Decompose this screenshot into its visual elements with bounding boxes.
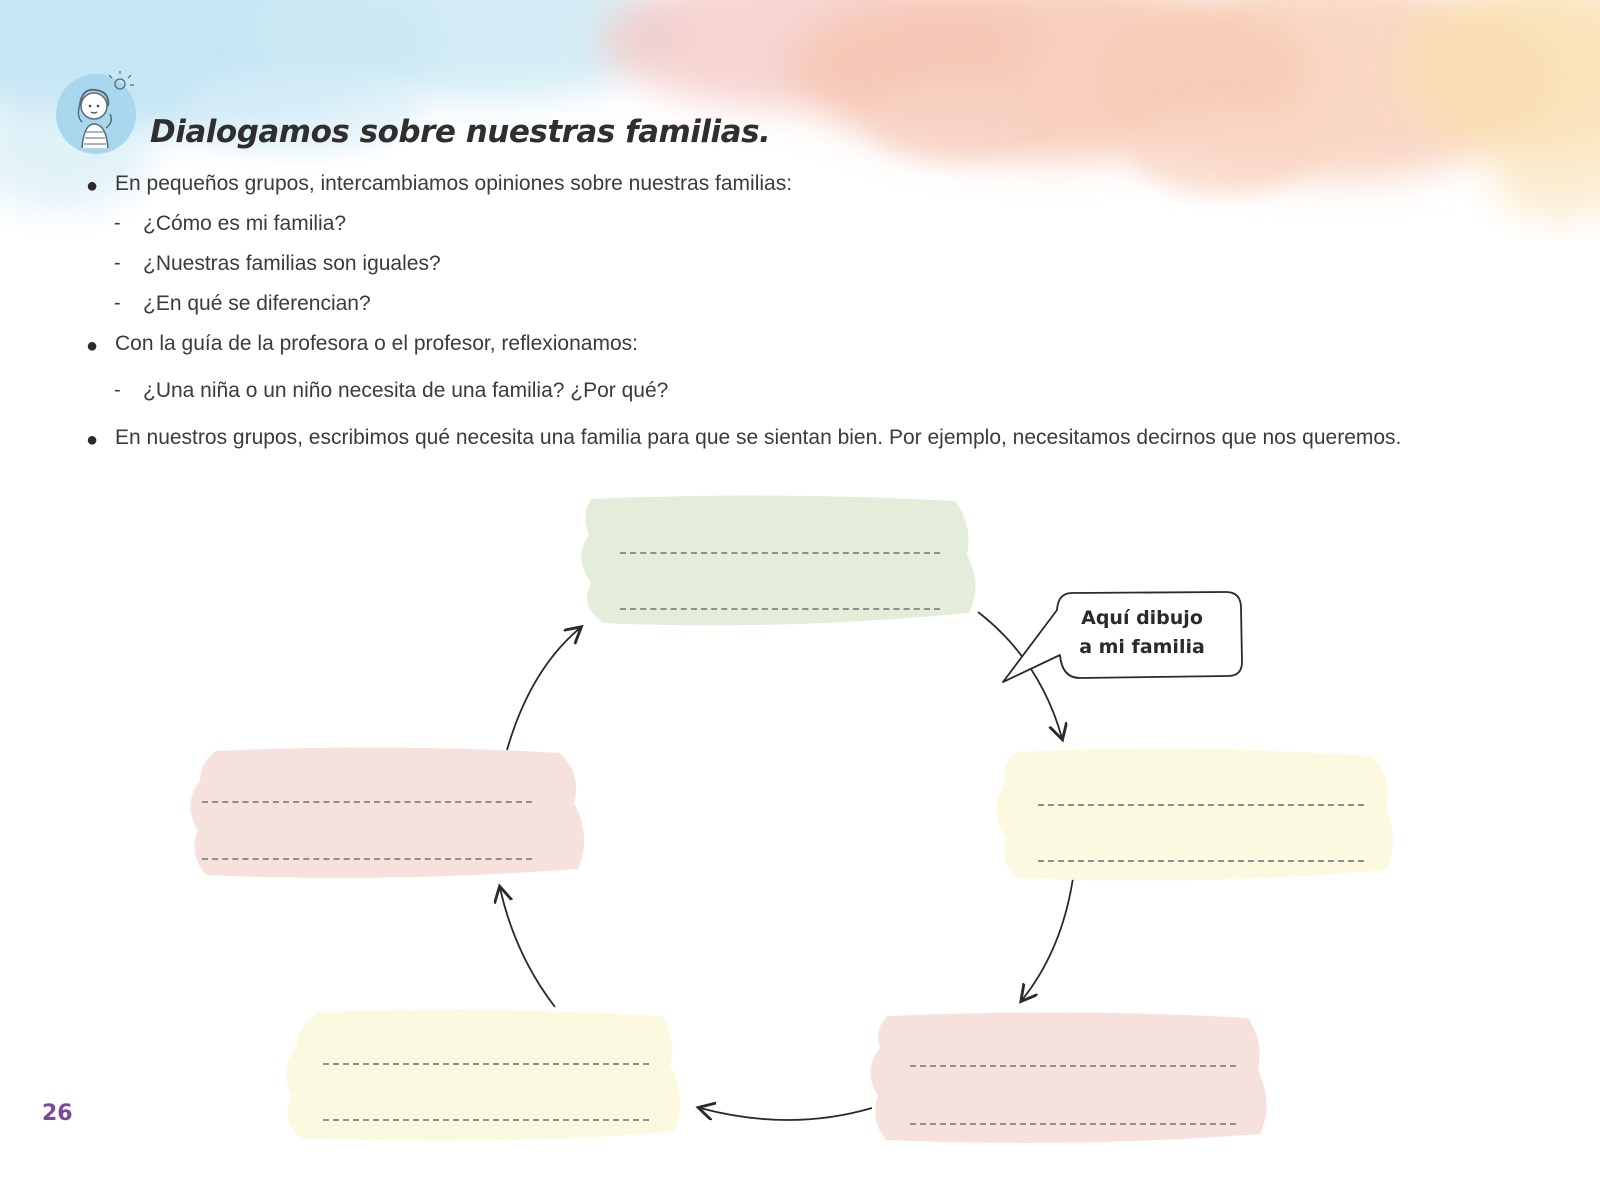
dash-marker: -	[114, 252, 121, 274]
brush-stroke-yellow	[996, 748, 1393, 881]
write-line[interactable]	[620, 552, 940, 554]
question-1: ¿Cómo es mi familia?	[143, 212, 347, 235]
dash-marker: -	[114, 292, 121, 314]
write-line[interactable]	[202, 858, 532, 860]
write-box-top[interactable]	[575, 495, 985, 630]
arrow-right-to-bottom	[1022, 877, 1074, 1000]
dash-marker: -	[114, 212, 121, 234]
instruction-bullet-1: En pequeños grupos, intercambiamos opini…	[115, 172, 793, 195]
question-2: ¿Nuestras familias son iguales?	[143, 252, 441, 275]
page-title: Dialogamos sobre nuestras familias.	[150, 114, 771, 150]
brush-stroke-pink	[870, 1012, 1267, 1143]
thinking-girl-icon	[56, 71, 136, 154]
write-box-bottom-left[interactable]	[278, 1008, 690, 1143]
instruction-bullet-2: Con la guía de la profesora o el profeso…	[115, 332, 638, 355]
brush-stroke-pink	[190, 747, 585, 878]
write-line[interactable]	[910, 1123, 1236, 1125]
instruction-bullet-3: En nuestros grupos, escribimos qué neces…	[115, 426, 1402, 449]
write-line[interactable]	[323, 1063, 649, 1065]
arrow-bottom-left-to-left	[500, 888, 556, 1008]
write-line[interactable]	[1038, 804, 1364, 806]
write-line[interactable]	[620, 608, 940, 610]
arrow-top-to-right	[977, 611, 1062, 738]
arrow-bottom-right-to-left	[700, 1108, 873, 1121]
write-line[interactable]	[910, 1065, 1236, 1067]
brush-stroke-yellow	[285, 1009, 681, 1141]
write-box-bottom-right[interactable]	[866, 1010, 1278, 1145]
question-4: ¿Una niña o un niño necesita de una fami…	[143, 379, 669, 402]
arrow-left-to-top	[506, 628, 580, 751]
write-line[interactable]	[323, 1119, 649, 1121]
speech-bubble-line-2: a mi familia	[1079, 636, 1205, 658]
bullet-dot: ●	[86, 335, 99, 357]
write-line[interactable]	[1038, 860, 1364, 862]
write-box-left[interactable]	[186, 745, 596, 880]
bullet-dot: ●	[86, 175, 99, 197]
page-number: 26	[42, 1101, 73, 1126]
bullet-dot: ●	[86, 429, 99, 451]
write-line[interactable]	[202, 801, 532, 803]
dash-marker: -	[114, 379, 121, 401]
brush-stroke-green	[581, 495, 976, 626]
write-box-right[interactable]	[988, 748, 1400, 883]
speech-bubble-line-1: Aquí dibujo	[1081, 607, 1203, 629]
speech-bubble-text: Aquí dibujo a mi familia	[1062, 604, 1222, 662]
question-3: ¿En qué se diferencian?	[143, 292, 371, 315]
